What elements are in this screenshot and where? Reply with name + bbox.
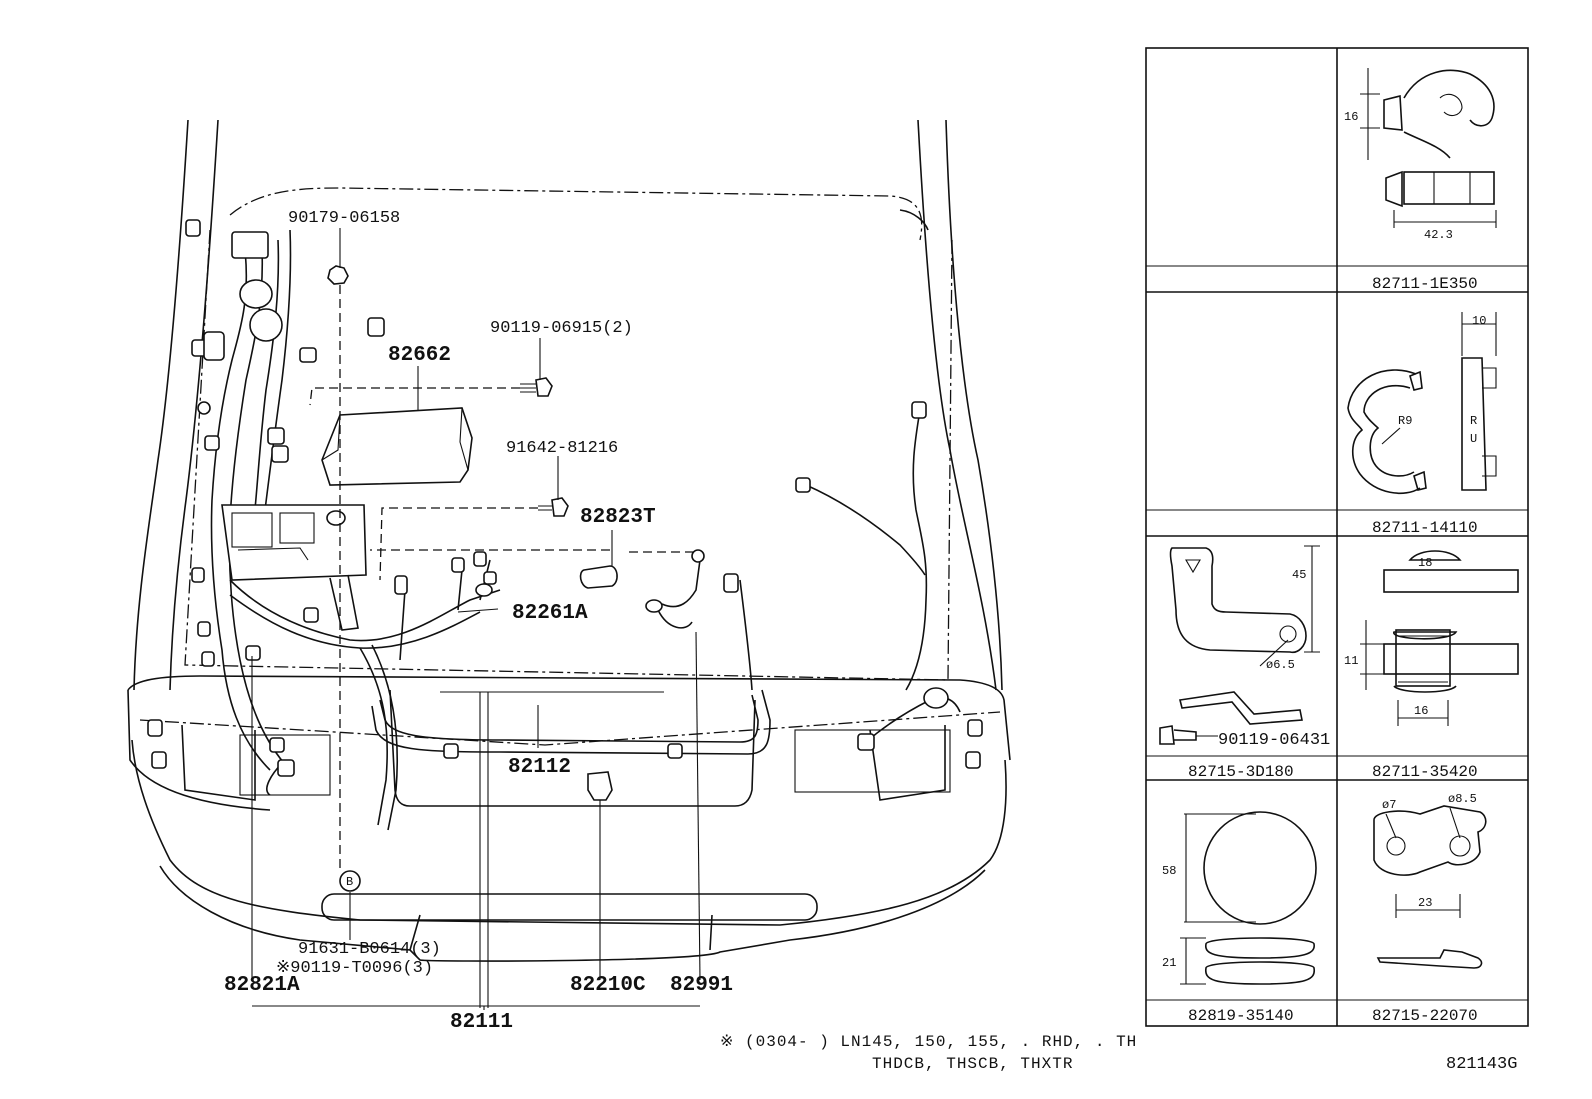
table-part-82819-35140: 82819-35140 <box>1188 1007 1294 1025</box>
dim-11: 11 <box>1344 654 1358 668</box>
clip-82711-1E350: 16 42.3 <box>1344 68 1497 242</box>
table-part-82711-14110: 82711-14110 <box>1372 519 1478 537</box>
label-82261A: 82261A <box>512 602 588 625</box>
dim-phi-8-5: ø8.5 <box>1448 792 1477 806</box>
connectors <box>147 219 983 777</box>
dim-18: 18 <box>1418 556 1432 570</box>
table-part-82715-22070: 82715-22070 <box>1372 1007 1478 1025</box>
circle-b-label: B <box>346 875 353 889</box>
clamp-82711-14110: 10 R9 R U <box>1347 312 1497 495</box>
bracket-82715-22070: ø7 ø8.5 23 <box>1373 792 1487 969</box>
dim-u: U <box>1470 432 1477 446</box>
label-82991: 82991 <box>670 974 733 997</box>
dim-16-b: 16 <box>1414 704 1428 718</box>
table-part-82711-35420: 82711-35420 <box>1372 763 1478 781</box>
dim-16-a: 16 <box>1344 110 1358 124</box>
diagram-id: 821143G <box>1446 1055 1517 1074</box>
dim-21: 21 <box>1162 956 1176 970</box>
label-90179-06158: 90179-06158 <box>288 209 400 228</box>
table-part-82715-3D180: 82715-3D180 <box>1188 763 1294 781</box>
label-82662: 82662 <box>388 344 451 367</box>
callout-labels: 90179-06158 90119-06915(2) 82662 91642-8… <box>224 209 733 1034</box>
label-82111: 82111 <box>450 1011 513 1034</box>
clamp-82711-35420: 18 11 16 <box>1344 550 1519 726</box>
bracket-82715-3D180: 45 ø6.5 90119-06431 <box>1159 545 1330 750</box>
dim-45: 45 <box>1292 568 1306 582</box>
dim-phi-7: ø7 <box>1382 798 1396 812</box>
dim-23: 23 <box>1418 896 1432 910</box>
label-82112: 82112 <box>508 756 571 779</box>
junction-block <box>221 504 367 631</box>
label-90119-T0096: ※90119-T0096(3) <box>276 959 433 978</box>
label-90119-06431: 90119-06431 <box>1218 731 1330 750</box>
table-part-82711-1E350: 82711-1E350 <box>1372 275 1478 293</box>
dim-r9: R9 <box>1398 414 1412 428</box>
label-91631-B0614: 91631-B0614(3) <box>298 940 441 959</box>
label-82821A: 82821A <box>224 974 300 997</box>
dim-42-3: 42.3 <box>1424 228 1453 242</box>
label-90119-06915: 90119-06915(2) <box>490 319 633 338</box>
parts-table: 16 42.3 10 R9 R U 45 <box>1145 47 1529 1027</box>
grommet-82819-35140: 58 21 <box>1162 811 1317 985</box>
footnote: ※ (0304- ) LN145, 150, 155, . RHD, . TH … <box>720 1033 1137 1073</box>
label-82823T: 82823T <box>580 506 656 529</box>
footnote-line-1: ※ (0304- ) LN145, 150, 155, . RHD, . TH <box>720 1033 1137 1051</box>
leader-lines <box>251 228 701 1010</box>
relay-block-82662 <box>321 407 473 486</box>
label-91642-81216: 91642-81216 <box>506 439 618 458</box>
small-parts <box>245 265 618 892</box>
dim-phi-6-5: ø6.5 <box>1266 658 1295 672</box>
dim-10: 10 <box>1472 314 1486 328</box>
dim-58: 58 <box>1162 864 1176 878</box>
dim-r: R <box>1470 414 1477 428</box>
vehicle-body <box>127 119 1011 962</box>
footnote-line-2: THDCB, THSCB, THXTR <box>872 1055 1073 1073</box>
label-82210C: 82210C <box>570 974 646 997</box>
